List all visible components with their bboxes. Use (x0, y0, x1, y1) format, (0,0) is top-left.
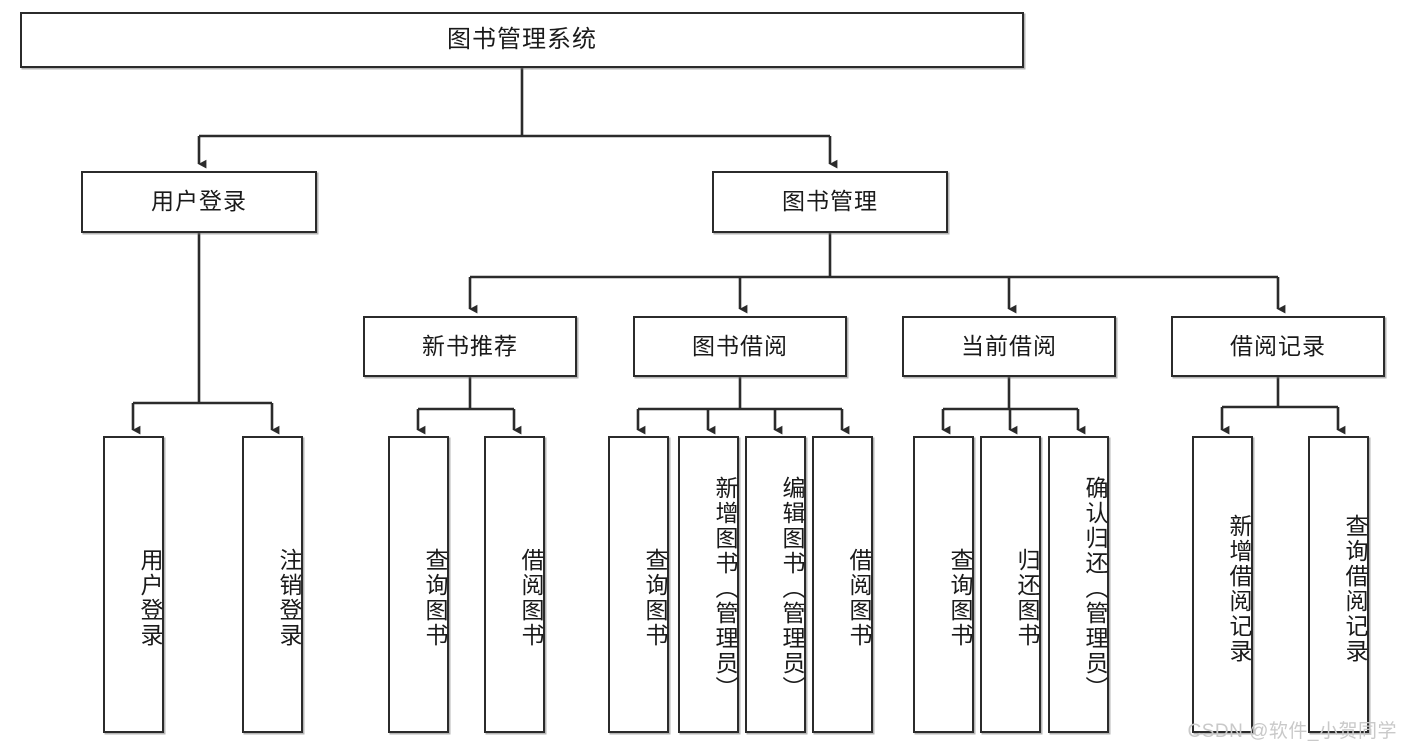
node-label: 归还图书 (1014, 547, 1040, 648)
leaf-borrow-edit-book[interactable]: 编辑图书（管理员） (745, 436, 806, 733)
node-label: 用户登录 (151, 188, 247, 215)
leaf-record-add-record[interactable]: 新增借阅记录 (1192, 436, 1253, 733)
node-label: 图书借阅 (692, 332, 788, 359)
node-label: 查询图书 (947, 547, 973, 648)
node-book-management[interactable]: 图书管理 (712, 171, 948, 233)
node-label: 查询图书 (422, 547, 448, 648)
leaf-borrow-query-book[interactable]: 查询图书 (608, 436, 669, 733)
node-label: 查询借阅记录 (1342, 513, 1368, 664)
node-label: 确认归还（管理员） (1082, 476, 1108, 701)
node-root-system[interactable]: 图书管理系统 (20, 12, 1024, 68)
node-label: 当前借阅 (961, 332, 1057, 359)
leaf-user-login-logout[interactable]: 注销登录 (242, 436, 303, 733)
node-label: 借阅图书 (846, 547, 872, 648)
node-user-login[interactable]: 用户登录 (81, 171, 317, 233)
node-book-borrow[interactable]: 图书借阅 (633, 316, 847, 377)
node-label: 借阅记录 (1230, 332, 1326, 359)
node-current-borrow[interactable]: 当前借阅 (902, 316, 1116, 377)
node-label: 图书管理 (782, 188, 878, 215)
node-label: 借阅图书 (518, 547, 544, 648)
leaf-borrow-borrow-book[interactable]: 借阅图书 (812, 436, 873, 733)
leaf-borrow-add-book[interactable]: 新增图书（管理员） (678, 436, 739, 733)
node-label: 查询图书 (642, 547, 668, 648)
node-label: 新增借阅记录 (1226, 513, 1252, 664)
leaf-current-return-book[interactable]: 归还图书 (980, 436, 1041, 733)
watermark-text: CSDN @软件_小贺同学 (1187, 721, 1397, 742)
node-label: 编辑图书（管理员） (779, 476, 805, 701)
leaf-user-login-login[interactable]: 用户登录 (103, 436, 164, 733)
node-borrow-record[interactable]: 借阅记录 (1171, 316, 1385, 377)
node-label: 新书推荐 (422, 332, 518, 359)
node-label: 新增图书（管理员） (712, 476, 738, 701)
node-label: 注销登录 (276, 547, 302, 648)
leaf-recommend-borrow-book[interactable]: 借阅图书 (484, 436, 545, 733)
node-label: 图书管理系统 (447, 25, 597, 53)
leaf-record-query-record[interactable]: 查询借阅记录 (1308, 436, 1369, 733)
leaf-current-query-book[interactable]: 查询图书 (913, 436, 974, 733)
node-new-book-recommend[interactable]: 新书推荐 (363, 316, 577, 377)
leaf-current-confirm-return[interactable]: 确认归还（管理员） (1048, 436, 1109, 733)
leaf-recommend-query-book[interactable]: 查询图书 (388, 436, 449, 733)
node-label: 用户登录 (137, 547, 163, 648)
